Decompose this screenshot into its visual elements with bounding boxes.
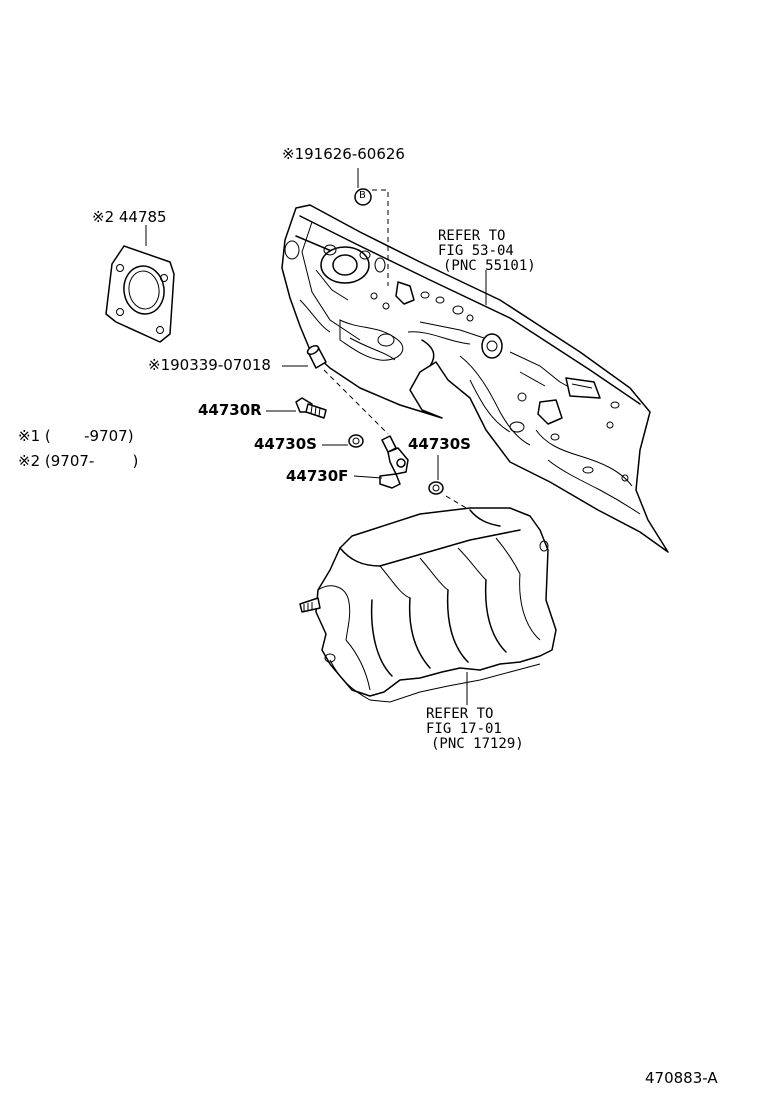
figure-id: 470883-A [645, 1069, 718, 1087]
washer-44730s-left-illustration [322, 434, 364, 448]
circle-marker-letter: B [359, 190, 366, 201]
dash-ref-line-2: FIG 53-04 [438, 243, 514, 259]
gasket-44785-illustration [105, 225, 175, 343]
callout-part-s-right: 44730S [408, 435, 471, 453]
pin-illustration [282, 344, 389, 435]
intake-manifold-illustration [299, 507, 557, 705]
manifold-ref-line-2: FIG 17-01 [426, 721, 502, 737]
legend-note-2: ※2 (9707- ) [18, 452, 139, 470]
callout-part-s-left: 44730S [254, 435, 317, 453]
callout-bolt-b: ※191626-60626 [282, 145, 405, 163]
bolt-b-illustration [354, 168, 389, 286]
manifold-ref-line-3: (PNC 17129) [431, 736, 524, 752]
manifold-ref-line-1: REFER TO [426, 706, 494, 722]
callout-part-r: 44730R [198, 401, 262, 419]
bolt-44730r-illustration [266, 397, 327, 419]
fitting-44730f-illustration [353, 435, 409, 489]
dash-ref-line-3: (PNC 55101) [443, 258, 536, 274]
dash-ref-line-1: REFER TO [438, 228, 506, 244]
callout-part-f: 44730F [286, 467, 349, 485]
callout-pin: ※190339-07018 [148, 356, 271, 374]
callout-gasket: ※2 44785 [92, 208, 167, 226]
legend-note-1: ※1 ( -9707) [18, 427, 134, 445]
dash-panel-illustration [281, 204, 669, 553]
